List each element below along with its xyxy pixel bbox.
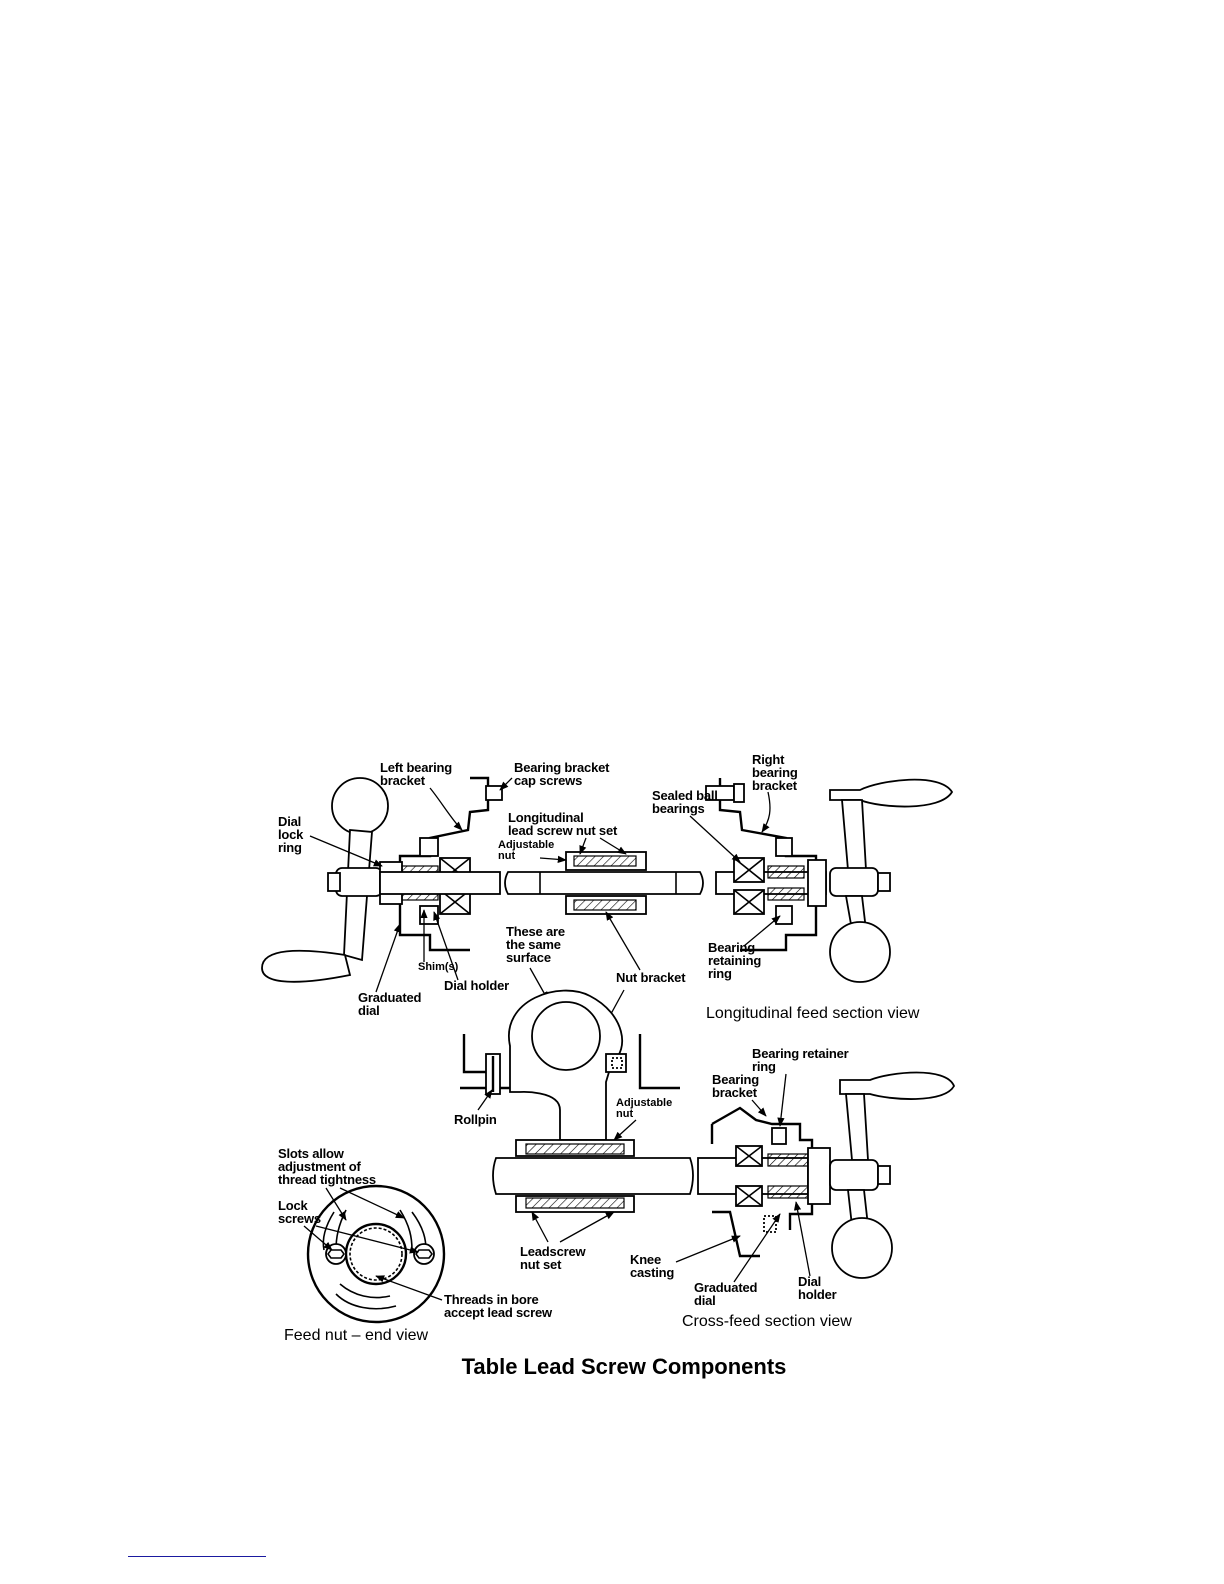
label-adjustable-nut-cross: Adjustable nut <box>613 1097 672 1141</box>
svg-text:Bearing retainer: Bearing retainer <box>752 1046 849 1061</box>
svg-text:lock: lock <box>278 827 304 842</box>
svg-text:Bearing bracket: Bearing bracket <box>514 760 610 775</box>
svg-text:Shim(s): Shim(s) <box>418 961 459 973</box>
svg-text:ring: ring <box>278 840 302 855</box>
footer-rule <box>128 1556 266 1557</box>
label-knee-casting: Knee casting <box>630 1235 741 1280</box>
svg-text:nut: nut <box>616 1108 633 1120</box>
label-dial-holder-left: Dial holder <box>433 911 509 993</box>
svg-text:ring: ring <box>708 966 732 981</box>
svg-text:nut set: nut set <box>520 1257 562 1272</box>
crossfeed-bearing-bracket <box>710 1106 831 1258</box>
svg-text:lead screw nut set: lead screw nut set <box>508 823 618 838</box>
longitudinal-nut-set <box>565 851 647 915</box>
feed-nut-end-view: Slots allow adjustment of thread tightne… <box>278 1146 553 1344</box>
svg-text:Knee: Knee <box>630 1252 661 1267</box>
svg-text:holder: holder <box>798 1287 837 1302</box>
label-left-bearing-bracket: Left bearing bracket <box>380 760 463 831</box>
svg-text:Left bearing: Left bearing <box>380 760 452 775</box>
svg-text:Nut bracket: Nut bracket <box>616 970 686 985</box>
view-title-feednut: Feed nut – end view <box>284 1327 429 1344</box>
svg-text:Lock: Lock <box>278 1198 309 1213</box>
longitudinal-section: Left bearing bracket Bearing bracket cap… <box>261 752 954 1057</box>
label-longitudinal-nut-set: Longitudinal lead screw nut set <box>508 810 627 855</box>
svg-text:Bearing: Bearing <box>712 1072 759 1087</box>
svg-text:Dial: Dial <box>798 1274 821 1289</box>
svg-text:dial: dial <box>694 1293 716 1308</box>
svg-text:Dial: Dial <box>278 814 301 829</box>
label-bearing-bracket-cap-screws: Bearing bracket cap screws <box>499 760 610 791</box>
svg-text:Threads in bore: Threads in bore <box>444 1292 539 1307</box>
label-threads-in-bore: Threads in bore accept lead screw <box>375 1275 553 1320</box>
right-handwheel <box>829 778 954 983</box>
svg-text:nut: nut <box>498 850 515 862</box>
svg-text:Leadscrew: Leadscrew <box>520 1244 586 1259</box>
svg-text:Longitudinal: Longitudinal <box>508 810 584 825</box>
svg-text:thread tightness: thread tightness <box>278 1172 376 1187</box>
label-shims: Shim(s) <box>418 909 459 973</box>
svg-text:the same: the same <box>506 937 561 952</box>
svg-text:Bearing: Bearing <box>708 940 755 955</box>
svg-text:bearings: bearings <box>652 801 705 816</box>
svg-text:accept lead screw: accept lead screw <box>444 1305 553 1320</box>
label-bearing-retainer-ring: Bearing retainer ring <box>752 1046 849 1127</box>
label-same-surface: These are the same surface <box>506 924 565 1001</box>
label-dial-holder-cross: Dial holder <box>793 1201 837 1302</box>
svg-text:Graduated: Graduated <box>358 990 421 1005</box>
figure-caption: Table Lead Screw Components <box>462 1354 787 1379</box>
right-bearing-bracket <box>705 778 827 952</box>
label-sealed-ball-bearings: Sealed ball bearings <box>652 788 741 863</box>
svg-text:Slots allow: Slots allow <box>278 1146 345 1161</box>
label-graduated-dial-cross: Graduated dial <box>694 1213 781 1308</box>
label-rollpin: Rollpin <box>454 1089 497 1127</box>
svg-text:bracket: bracket <box>712 1085 758 1100</box>
crossfeed-handwheel <box>829 1071 955 1279</box>
svg-text:adjustment of: adjustment of <box>278 1159 361 1174</box>
svg-text:bearing: bearing <box>752 765 798 780</box>
view-title-longitudinal: Longitudinal feed section view <box>706 1005 920 1022</box>
label-bearing-retaining-ring: Bearing retaining ring <box>708 915 781 981</box>
nut-bracket-detail: Rollpin Adjustable nut <box>454 989 680 1141</box>
label-right-bearing-bracket: Right bearing bracket <box>752 752 798 833</box>
label-leadscrew-nut-set: Leadscrew nut set <box>520 1211 615 1272</box>
svg-text:Right: Right <box>752 752 785 767</box>
svg-text:Rollpin: Rollpin <box>454 1112 497 1127</box>
svg-text:Dial holder: Dial holder <box>444 978 509 993</box>
svg-text:Graduated: Graduated <box>694 1280 757 1295</box>
svg-text:dial: dial <box>358 1003 380 1018</box>
left-handwheel <box>261 777 389 983</box>
svg-text:Adjustable: Adjustable <box>616 1097 672 1109</box>
svg-text:Sealed ball: Sealed ball <box>652 788 718 803</box>
view-title-crossfeed: Cross-feed section view <box>682 1313 852 1330</box>
label-adjustable-nut-top: Adjustable nut <box>498 839 567 864</box>
svg-text:ring: ring <box>752 1059 776 1074</box>
crossfeed-section: Bearing retainer ring Bearing bracket Kn… <box>492 1046 955 1330</box>
label-dial-lock-ring: Dial lock ring <box>278 814 383 867</box>
svg-text:cap screws: cap screws <box>514 773 582 788</box>
svg-text:Adjustable: Adjustable <box>498 839 554 851</box>
svg-text:screws: screws <box>278 1211 321 1226</box>
svg-text:surface: surface <box>506 950 551 965</box>
svg-text:retaining: retaining <box>708 953 761 968</box>
svg-text:bracket: bracket <box>380 773 426 788</box>
svg-text:casting: casting <box>630 1265 674 1280</box>
svg-text:bracket: bracket <box>752 778 798 793</box>
label-graduated-dial-left: Graduated dial <box>358 923 422 1018</box>
label-lock-screws: Lock screws <box>278 1198 419 1254</box>
label-slots-allow: Slots allow adjustment of thread tightne… <box>278 1146 405 1221</box>
label-bearing-bracket-cross: Bearing bracket <box>712 1072 767 1117</box>
svg-text:These are: These are <box>506 924 565 939</box>
